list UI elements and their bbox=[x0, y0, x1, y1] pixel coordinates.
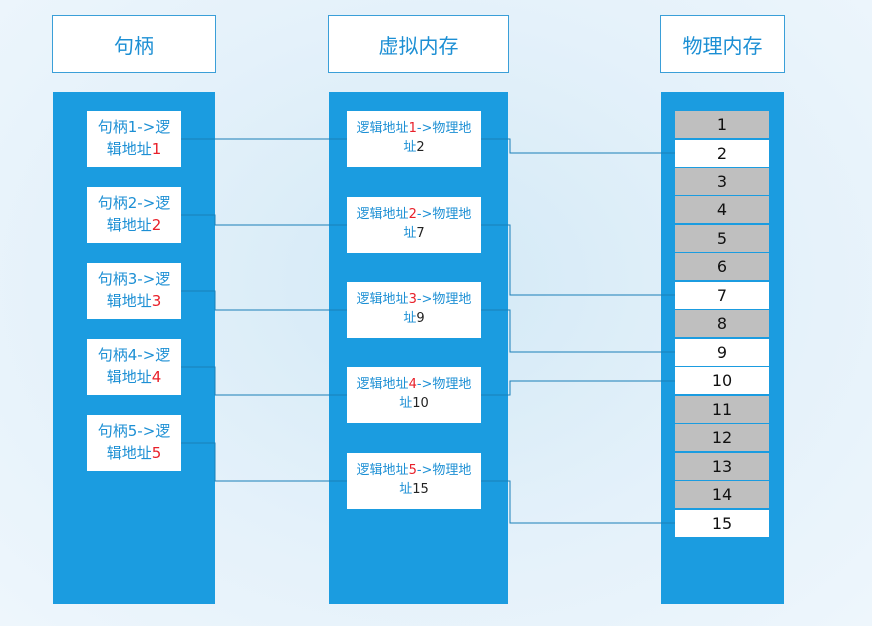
connector-virtual-5 bbox=[481, 480, 675, 524]
virtual-3-prefix: 逻辑地址 bbox=[356, 292, 409, 308]
virtual-1-suffix: 址 bbox=[403, 140, 417, 155]
physical-cell-14: 14 bbox=[675, 481, 769, 508]
handle-box-2: 句柄2->逻 辑地址2 bbox=[87, 187, 181, 243]
handle-box-1: 句柄1->逻 辑地址1 bbox=[87, 111, 181, 167]
virtual-4-prefix: 逻辑地址 bbox=[356, 377, 409, 393]
physical-cell-3: 3 bbox=[675, 168, 769, 195]
handle-2-line1: 句柄2->逻 bbox=[97, 194, 171, 213]
physical-cell-1: 1 bbox=[675, 111, 769, 138]
connector-handle-3 bbox=[181, 290, 347, 311]
virtual-5-number: 5 bbox=[408, 463, 417, 479]
physical-cell-6: 6 bbox=[675, 253, 769, 280]
virtual-3-suffix: 址 bbox=[403, 311, 417, 326]
handle-4-line1: 句柄4->逻 bbox=[97, 346, 171, 365]
physical-cell-9: 9 bbox=[675, 339, 769, 366]
virtual-2-arrow: ->物理地 bbox=[416, 207, 472, 223]
handle-3-number: 3 bbox=[151, 292, 162, 310]
virtual-4-arrow: ->物理地 bbox=[416, 377, 472, 393]
virtual-1-prefix: 逻辑地址 bbox=[356, 121, 409, 137]
connector-virtual-4 bbox=[481, 380, 675, 396]
virtual-2-prefix: 逻辑地址 bbox=[356, 207, 409, 223]
physical-cell-12: 12 bbox=[675, 424, 769, 451]
virtual-5-target: 15 bbox=[412, 482, 429, 497]
virtual-2-suffix: 址 bbox=[403, 226, 417, 241]
handle-5-line1: 句柄5->逻 bbox=[97, 422, 171, 441]
handle-1-line2: 辑地址 bbox=[106, 140, 152, 158]
physical-cell-2: 2 bbox=[675, 140, 769, 167]
virtual-3-number: 3 bbox=[408, 292, 417, 308]
connector-virtual-1 bbox=[481, 138, 675, 154]
virtual-1-arrow: ->物理地 bbox=[416, 121, 472, 137]
physical-cell-15: 15 bbox=[675, 510, 769, 537]
physical-cell-7: 7 bbox=[675, 282, 769, 309]
handle-5-line2: 辑地址 bbox=[106, 444, 152, 462]
physical-cell-4: 4 bbox=[675, 196, 769, 223]
virtual-entry-3: 逻辑地址3->物理地 址9 bbox=[347, 282, 481, 338]
virtual-entry-2: 逻辑地址2->物理地 址7 bbox=[347, 197, 481, 253]
handle-3-line1: 句柄3->逻 bbox=[97, 270, 171, 289]
handle-box-5: 句柄5->逻 辑地址5 bbox=[87, 415, 181, 471]
connector-virtual-2 bbox=[481, 224, 675, 296]
handle-2-number: 2 bbox=[151, 216, 162, 234]
connector-handle-2 bbox=[181, 214, 347, 226]
virtual-4-number: 4 bbox=[408, 377, 417, 393]
handle-header: 句柄 bbox=[52, 15, 216, 73]
handle-3-line2: 辑地址 bbox=[106, 292, 152, 310]
physical-memory-header: 物理内存 bbox=[660, 15, 785, 73]
physical-cell-8: 8 bbox=[675, 310, 769, 337]
handle-1-number: 1 bbox=[151, 140, 162, 158]
connector-handle-5 bbox=[181, 442, 347, 482]
virtual-entry-1: 逻辑地址1->物理地 址2 bbox=[347, 111, 481, 167]
virtual-5-prefix: 逻辑地址 bbox=[356, 463, 409, 479]
virtual-4-target: 10 bbox=[412, 396, 429, 411]
physical-cell-5: 5 bbox=[675, 225, 769, 252]
physical-cell-10: 10 bbox=[675, 367, 769, 394]
handle-4-line2: 辑地址 bbox=[106, 368, 152, 386]
virtual-memory-column bbox=[329, 92, 508, 604]
handle-1-line1: 句柄1->逻 bbox=[97, 118, 171, 137]
virtual-2-number: 2 bbox=[408, 207, 417, 223]
physical-cell-11: 11 bbox=[675, 396, 769, 423]
physical-cell-13: 13 bbox=[675, 453, 769, 480]
virtual-1-number: 1 bbox=[408, 121, 417, 137]
handle-box-3: 句柄3->逻 辑地址3 bbox=[87, 263, 181, 319]
connector-virtual-3 bbox=[481, 309, 675, 353]
virtual-5-arrow: ->物理地 bbox=[416, 463, 472, 479]
virtual-entry-5: 逻辑地址5->物理地 址15 bbox=[347, 453, 481, 509]
virtual-3-arrow: ->物理地 bbox=[416, 292, 472, 308]
virtual-memory-header: 虚拟内存 bbox=[328, 15, 509, 73]
virtual-1-target: 2 bbox=[416, 140, 425, 155]
virtual-3-target: 9 bbox=[416, 311, 425, 326]
handle-5-number: 5 bbox=[151, 444, 162, 462]
virtual-2-target: 7 bbox=[416, 226, 425, 241]
virtual-5-suffix: 址 bbox=[399, 482, 413, 497]
handle-2-line2: 辑地址 bbox=[106, 216, 152, 234]
handle-4-number: 4 bbox=[151, 368, 162, 386]
connector-handle-4 bbox=[181, 366, 347, 396]
virtual-4-suffix: 址 bbox=[399, 396, 413, 411]
handle-box-4: 句柄4->逻 辑地址4 bbox=[87, 339, 181, 395]
virtual-entry-4: 逻辑地址4->物理地 址10 bbox=[347, 367, 481, 423]
